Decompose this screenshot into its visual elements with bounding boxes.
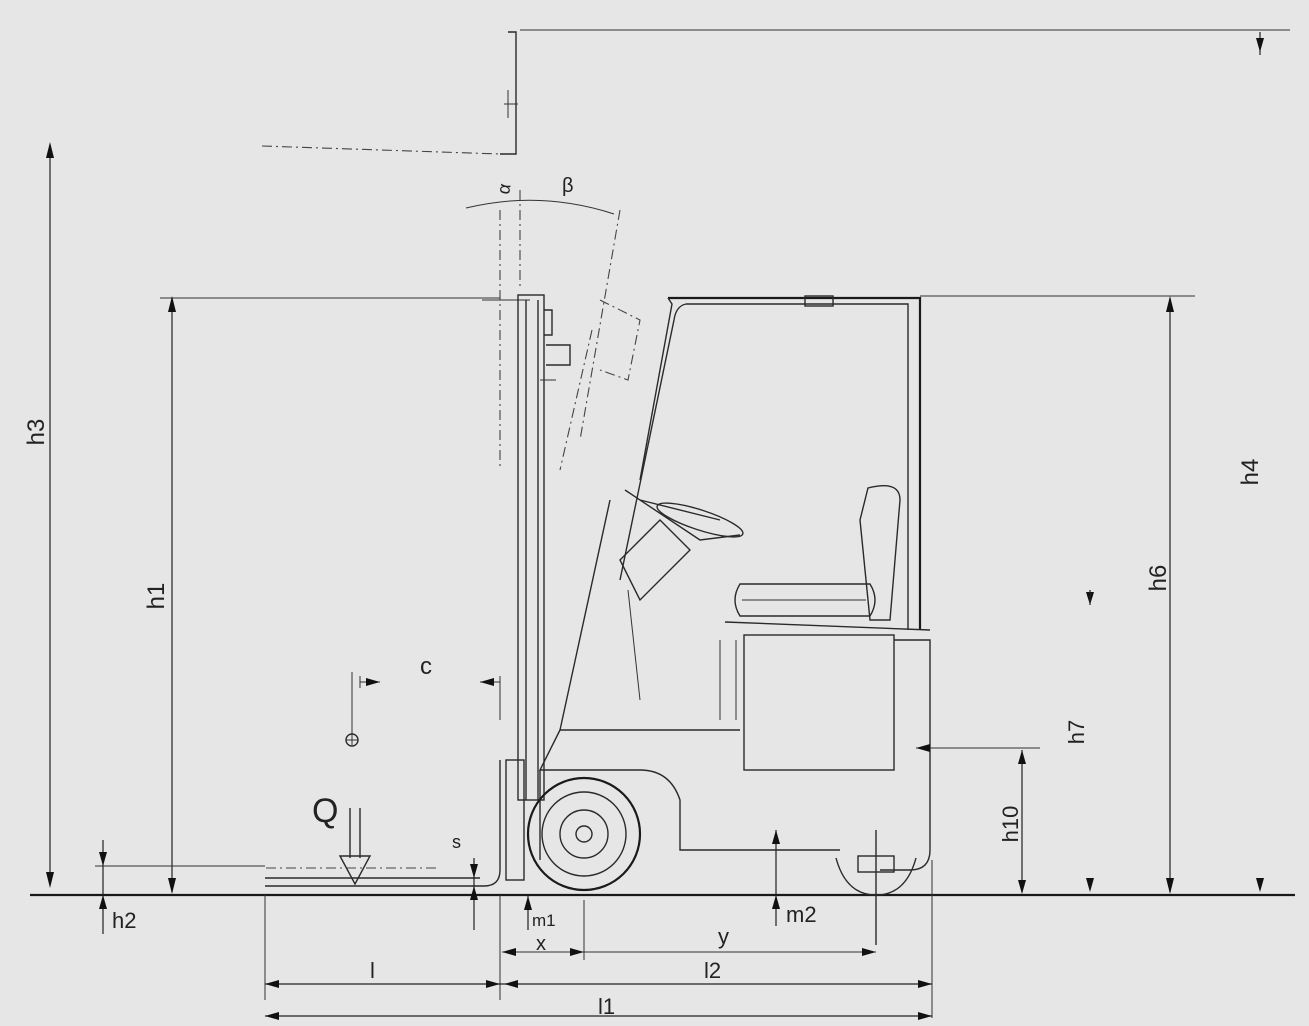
label-beta: β: [562, 175, 574, 197]
label-q: Q: [312, 792, 338, 830]
load-arrow: [338, 808, 372, 886]
dimension-m1: [524, 896, 532, 930]
label-h7: h7: [1064, 720, 1089, 744]
label-m2: m2: [786, 902, 817, 927]
label-s: s: [452, 832, 461, 852]
label-h4: h4: [1237, 459, 1264, 486]
rear-wheel: [835, 830, 917, 945]
dimension-c: [359, 676, 501, 720]
steering-column: [559, 489, 744, 731]
label-l2: l2: [704, 958, 721, 983]
label-c: c: [420, 653, 432, 680]
dimension-h4: [520, 29, 1290, 892]
tilted-mast-outline: [559, 299, 641, 471]
forks-lowered: [265, 759, 525, 887]
dimension-h2: [95, 840, 265, 934]
front-wheel: [526, 776, 642, 892]
label-l1: l1: [598, 994, 615, 1019]
label-x: x: [536, 933, 546, 955]
dimension-h3: [46, 142, 54, 888]
label-alpha: α: [493, 182, 515, 196]
raised-fork-outline: [261, 31, 518, 155]
label-h1: h1: [143, 583, 170, 610]
dimension-h6: [920, 295, 1195, 894]
label-h2: h2: [112, 908, 136, 933]
label-y: y: [718, 924, 729, 949]
mast-tilt-lines: [465, 190, 621, 470]
label-h6: h6: [1145, 565, 1172, 592]
dimension-m2: [772, 830, 780, 926]
load-center-mark: [345, 672, 359, 747]
label-l: l: [370, 958, 375, 983]
dimension-y: [584, 948, 876, 956]
dimension-s: [470, 858, 478, 930]
truck-body: [538, 634, 931, 871]
dimension-h7: [1086, 590, 1094, 892]
label-m1: m1: [532, 911, 556, 930]
label-h3: h3: [23, 419, 50, 446]
dimension-l2: [500, 860, 933, 1018]
dimension-h10: [916, 744, 1040, 894]
dimension-h1: [160, 296, 500, 894]
dimension-x: [502, 900, 605, 960]
overhead-guard: [619, 295, 922, 630]
operator-seat: [724, 485, 931, 631]
dimension-l1: [265, 1012, 932, 1020]
dimension-l: [264, 895, 501, 1000]
mast: [517, 294, 571, 801]
label-h10: h10: [998, 806, 1023, 843]
